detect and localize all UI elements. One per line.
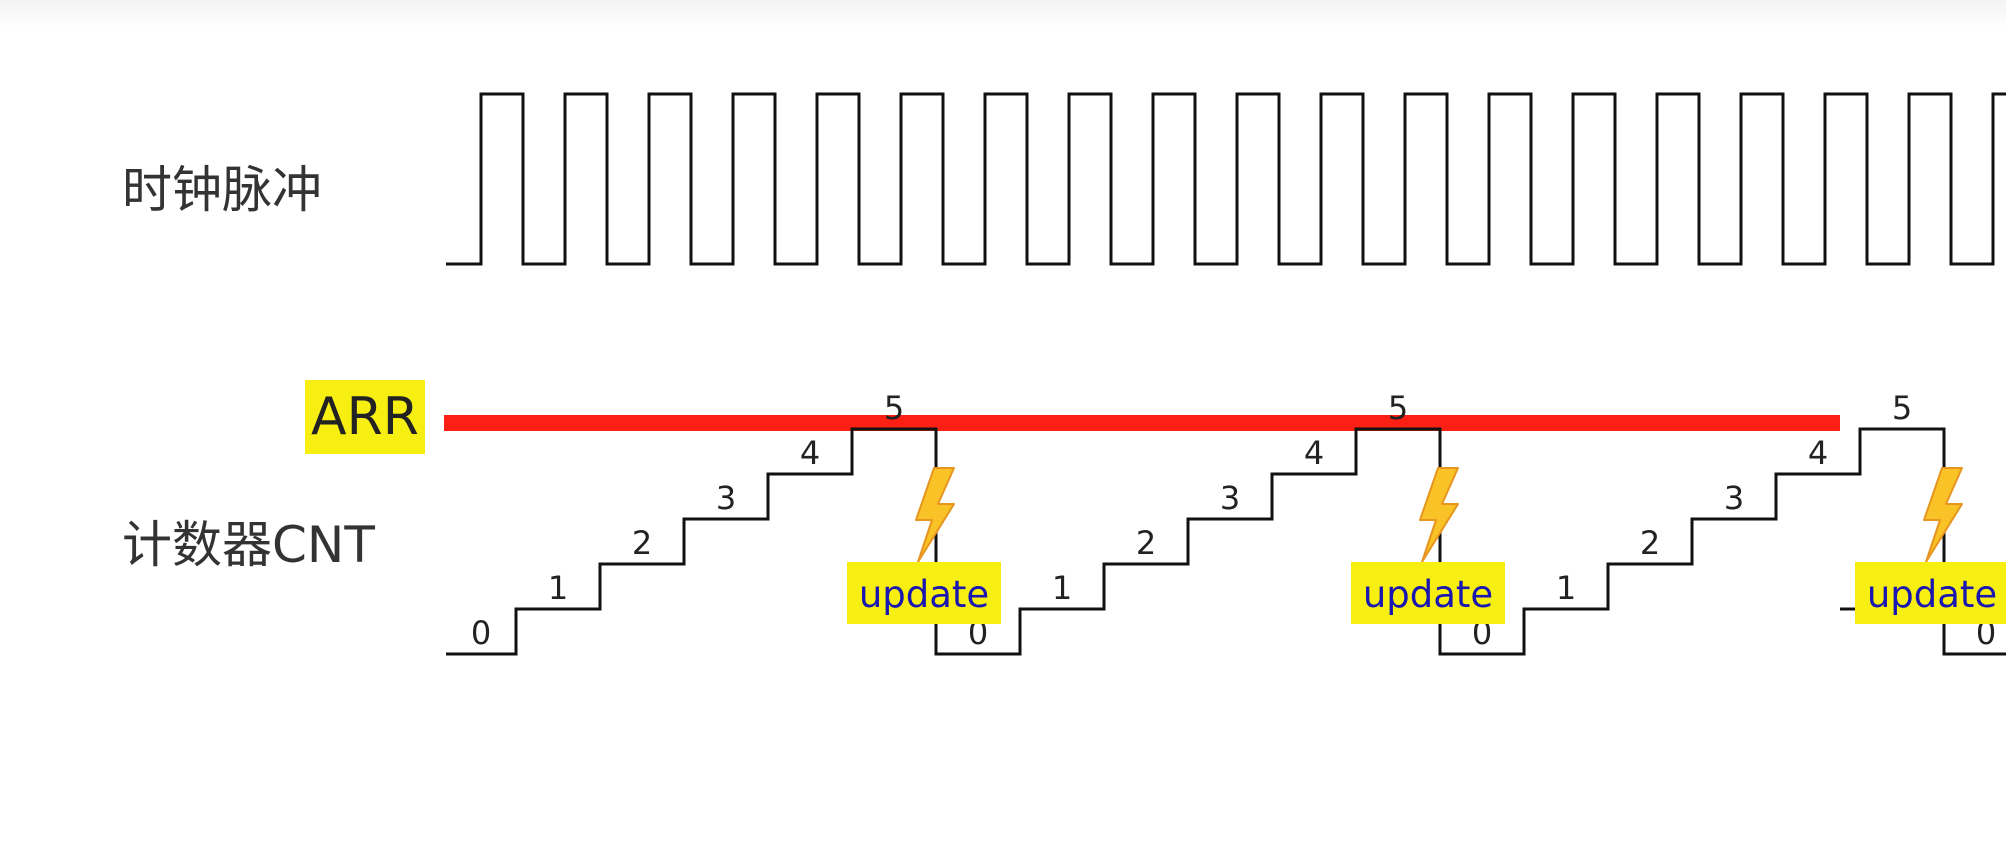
lightning-icon [915, 467, 955, 563]
lightning-icon [1419, 467, 1459, 563]
update-label: update [1363, 573, 1493, 616]
clock-waveform [446, 92, 2006, 266]
counter-label: 计数器CNT [122, 516, 375, 574]
update-event: update [1351, 467, 1505, 624]
counter-value-label: 2 [1136, 524, 1156, 562]
counter-value-label: 4 [1808, 434, 1828, 472]
counter-value-label: 3 [716, 479, 736, 517]
update-label-highlight [1855, 562, 2006, 624]
counter-value-label: 5 [1892, 389, 1912, 427]
counter-value-label: 1 [1052, 569, 1072, 607]
counter-value-label: 1 [548, 569, 568, 607]
update-label-highlight [1351, 562, 1505, 624]
lightning-icon [1923, 467, 1963, 563]
update-event: update [847, 467, 1001, 624]
counter-value-label: 2 [1640, 524, 1660, 562]
update-label-highlight [847, 562, 1001, 624]
counter-value-label: 4 [800, 434, 820, 472]
counter-value-label: 3 [1220, 479, 1240, 517]
update-event: update [1855, 467, 2006, 624]
counter-value-label: 3 [1724, 479, 1744, 517]
counter-value-label: 0 [471, 614, 491, 652]
update-label: update [1867, 573, 1997, 616]
counter-value-label: 1 [1556, 569, 1576, 607]
update-label: update [859, 573, 989, 616]
counter-value-label: 2 [632, 524, 652, 562]
counter-value-label: 4 [1304, 434, 1324, 472]
counter-value-label: 5 [884, 389, 904, 427]
update-events: update update update [847, 467, 2006, 624]
counter-value-label: 5 [1388, 389, 1408, 427]
arr-label: ARR [305, 380, 425, 454]
counter-staircase [446, 427, 2006, 656]
clock-pulse-label: 时钟脉冲 [122, 161, 322, 219]
